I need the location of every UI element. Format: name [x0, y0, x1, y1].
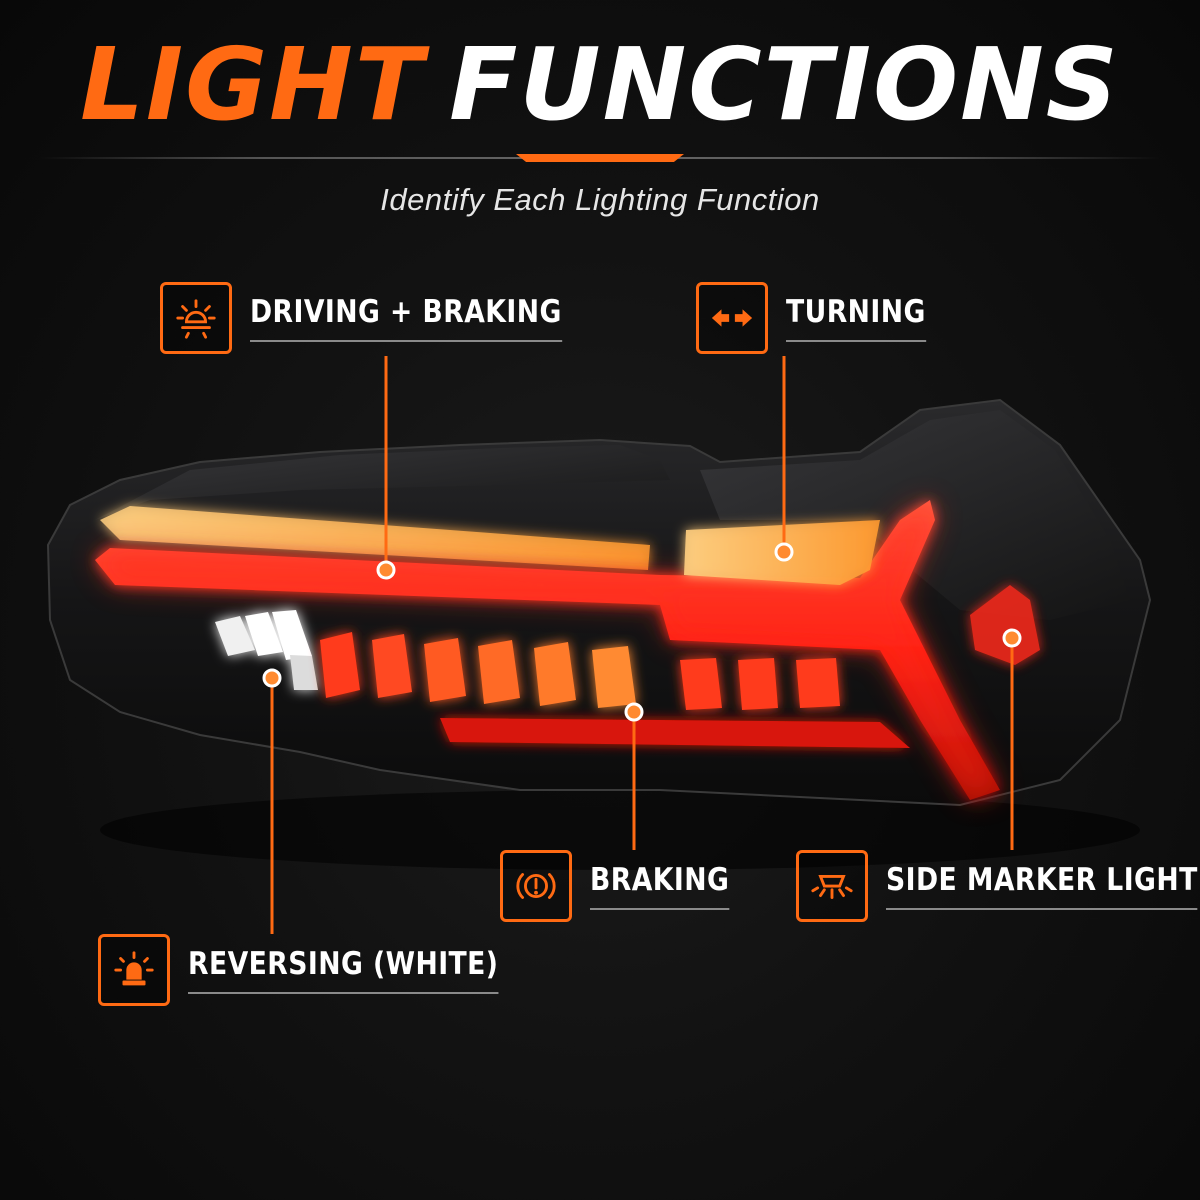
subtitle: Identify Each Lighting Function — [380, 182, 820, 217]
callout-braking-icon-frame — [500, 850, 572, 922]
side-marker-lamp-icon — [811, 874, 853, 899]
red-light-guide — [95, 500, 1000, 800]
callout-turning-icon-frame — [696, 282, 768, 354]
floor-shadow — [100, 790, 1140, 870]
sun-brightness-icon — [176, 299, 216, 339]
callout-driving-braking: DRIVING + BRAKING — [160, 282, 613, 354]
callout-braking: BRAKING — [500, 850, 752, 922]
driving-strip — [100, 506, 650, 570]
side-marker-lamp — [970, 585, 1040, 665]
callout-side-marker-label: SIDE MARKER LIGHT — [886, 862, 1198, 910]
beacon-light-icon — [114, 951, 154, 986]
leader-lines — [270, 356, 1014, 934]
double-arrow-icon — [711, 309, 753, 327]
callout-reversing-icon-frame — [98, 934, 170, 1006]
header-accent-notch — [516, 154, 684, 162]
brake-warning-icon — [516, 873, 556, 899]
callout-turning-label: TURNING — [786, 294, 926, 342]
callout-turning: TURNING — [696, 282, 949, 354]
brake-blocks — [320, 632, 840, 710]
callout-side-marker-icon-frame — [796, 850, 868, 922]
headline-main-word: FUNCTIONS — [449, 26, 1120, 143]
callout-side-marker: SIDE MARKER LIGHT — [796, 850, 1200, 922]
lower-guide — [440, 718, 910, 748]
callout-driving-braking-label: DRIVING + BRAKING — [250, 294, 562, 342]
reverse-lamp — [215, 610, 318, 690]
headline-accent-word: LIGHT — [80, 26, 426, 143]
upper-lens — [95, 445, 670, 520]
callout-reversing: REVERSING (WHITE) — [98, 934, 549, 1006]
anchor-dots — [262, 542, 1022, 722]
callout-driving-braking-icon-frame — [160, 282, 232, 354]
callout-braking-label: BRAKING — [590, 862, 730, 910]
callout-reversing-label: REVERSING (WHITE) — [188, 946, 499, 994]
